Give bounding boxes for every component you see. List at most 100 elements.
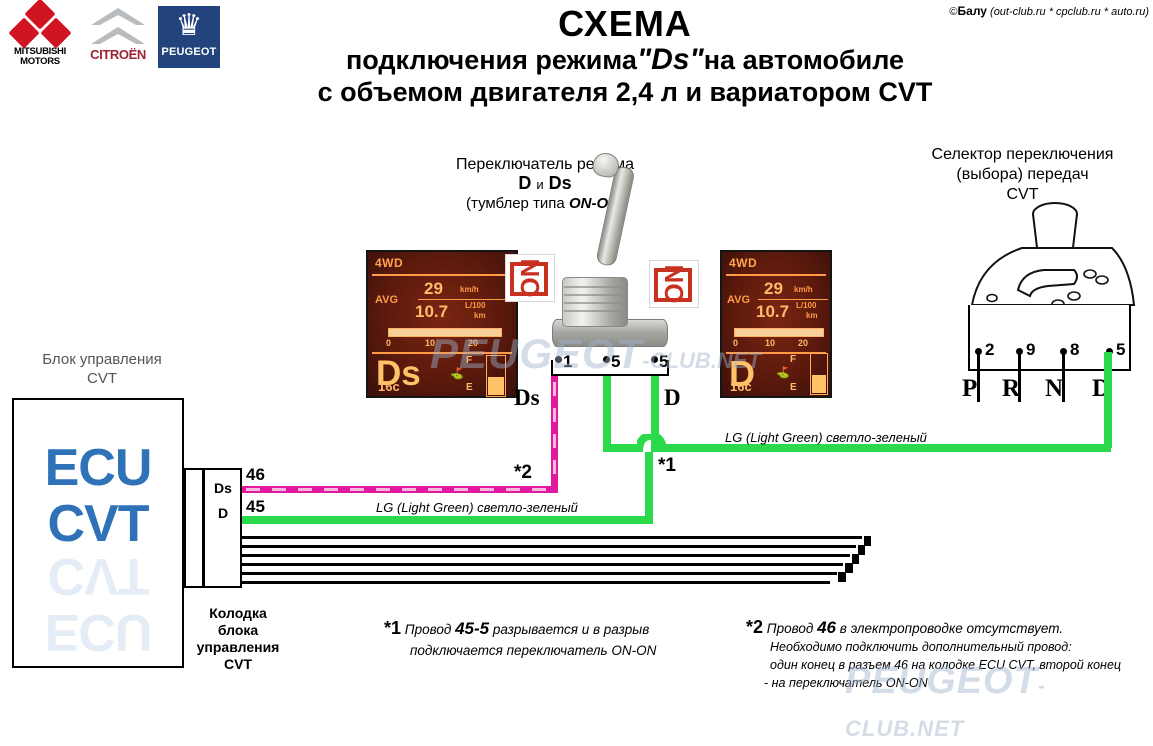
selector-pin-dot-2 — [975, 348, 982, 355]
selector-pin-line-9 — [1018, 352, 1021, 402]
footnote-1-line1-b: разрывается и в разрыв — [492, 622, 650, 637]
mitsubishi-triangle-icon — [8, 0, 72, 49]
switch-caption-d: D — [518, 173, 532, 193]
selector-pin-dot-5 — [1106, 348, 1113, 355]
dash-left-speed: 29 — [424, 279, 443, 298]
selector-position-n: N — [1045, 375, 1064, 402]
selector-caption-line1: Селектор переключения — [931, 146, 1114, 163]
gear-selector-drawing — [962, 200, 1148, 320]
footnote-2-line2: Необходимо подключить дополнительный про… — [770, 640, 1072, 654]
toggle-terminal-1: 1 — [563, 352, 573, 371]
ecu-reflect-line1: ECU — [44, 603, 152, 661]
wire-magenta-vertical — [551, 376, 558, 492]
ecu-caption-line2: CVT — [87, 370, 117, 387]
wire-label-lg-bottom: LG (Light Green) светло-зеленый — [376, 500, 578, 515]
selector-pin-line-2 — [977, 352, 980, 402]
wire-green-vertical-mid — [645, 452, 653, 524]
on-label-left-text: ON — [515, 258, 545, 298]
selector-pin-line-8 — [1062, 352, 1065, 402]
citroen-logo-label: CITROËN — [90, 47, 146, 62]
dash-left-tick-20: 20 — [468, 338, 479, 348]
title-mode-ds: "Ds" — [636, 43, 704, 76]
toggle-terminal-dot-5b — [651, 356, 658, 363]
peugeot-lion-icon: ♛ — [175, 9, 203, 42]
mitsubishi-logo-label: MITSUBISHI MOTORS — [4, 47, 76, 67]
ecu-caption: Блок управления CVT — [12, 350, 192, 388]
dash-left-tick-0: 0 — [386, 338, 392, 348]
copyright-sites: (out-club.ru * cpclub.ru * auto.ru) — [990, 6, 1149, 18]
footnote-1-marker: *1 — [384, 618, 402, 638]
toggle-switch-caption: Переключатель режима D и Ds (тумблер тип… — [395, 155, 695, 213]
citroen-logo: CITROËN — [84, 8, 152, 66]
marker-star-2: *2 — [514, 462, 532, 483]
gear-selector-schematic-box — [968, 305, 1131, 371]
dash-right-cons-unit1: L/100 — [796, 301, 817, 310]
wire-green-terminal5a-drop — [603, 376, 611, 444]
dash-right-scale: 0 10 20 — [722, 338, 830, 350]
dash-right-cons-unit2: km — [806, 311, 818, 320]
toggle-switch-nut — [562, 277, 628, 327]
toggle-switch-schematic-box — [551, 360, 669, 376]
dash-right-fuel-gauge — [810, 353, 828, 395]
dash-left-4wd: 4WD — [375, 256, 404, 270]
dash-left-cons-unit1: L/100 — [465, 301, 486, 310]
title-line2-b: на автомобиле — [703, 45, 905, 75]
ecu-connector-block — [184, 468, 242, 588]
dash-right-fuel-full: F — [790, 354, 797, 365]
ecu-block: ECU CVT ECU CVT — [12, 398, 184, 668]
footnote-2: *2 Провод 46 в электропроводке отсутству… — [746, 618, 1151, 692]
dash-right-4wd: 4WD — [729, 256, 758, 270]
dash-left-fuel-full: F — [466, 355, 473, 366]
selector-position-p: P — [962, 375, 978, 402]
dash-right-temp: 16c — [730, 379, 752, 394]
wire-green-terminal5b-continue — [651, 400, 659, 452]
page-title: СХЕМА подключения режима"Ds"на автомобил… — [225, 4, 1025, 108]
ecu-pin-number-45: 45 — [246, 497, 265, 516]
selector-pin-5: 5 — [1116, 340, 1126, 359]
switch-caption-line3: (тумблер типа ON-ON) — [395, 194, 695, 213]
title-main: СХЕМА — [558, 3, 692, 44]
selector-caption-line2: (выбора) передач — [956, 166, 1089, 183]
footnote-1-line1-a: Провод — [404, 622, 452, 637]
gear-selector-svg — [970, 202, 1136, 309]
footnote-1-wire-number: 45-5 — [455, 619, 490, 638]
mitsubishi-logo: MITSUBISHI MOTORS — [4, 0, 76, 68]
wire-magenta-horizontal — [242, 486, 558, 493]
on-label-left: ON — [505, 254, 555, 302]
selector-pin-8: 8 — [1070, 340, 1080, 359]
footnote-2-wire-number: 46 — [817, 618, 836, 637]
wire-label-lg-top: LG (Light Green) светло-зеленый — [725, 430, 927, 445]
connector-caption-line4: CVT — [224, 656, 252, 672]
ecu-logo-reflection: ECU CVT — [14, 547, 182, 661]
watermark-bottom-net: .NET — [910, 716, 965, 741]
footnote-1-line1: *1 Провод 45-5 разрывается и в разрыв — [384, 618, 734, 640]
toggle-terminal-5b: 5 — [659, 352, 669, 371]
dash-left-tick-10: 10 — [425, 338, 436, 348]
ecu-logo-line1: ECU — [44, 439, 153, 497]
footnote-2-line1: *2 Провод 46 в электропроводке отсутству… — [746, 618, 1151, 638]
footnote-2-marker: *2 — [746, 617, 764, 637]
connector-pin-label-d: D — [218, 505, 229, 521]
wire-label-lg-bottom-text: LG (Light Green) светло-зеленый — [376, 500, 578, 515]
marker-star-1: *1 — [658, 455, 676, 476]
citroen-chevron-icon — [91, 8, 145, 26]
fuel-pump-icon: ⛳ — [450, 368, 464, 380]
wire-green-selector-pin5 — [1104, 352, 1112, 448]
dash-right-tick-20: 20 — [798, 338, 809, 348]
harness-end-taper — [838, 536, 871, 582]
toggle-label-d: D — [664, 385, 681, 410]
switch-caption-line1: Переключатель режима — [455, 156, 635, 173]
selector-pin-9: 9 — [1026, 340, 1036, 359]
footnote-2-line4: - на переключатель ON-ON — [764, 676, 928, 690]
wire-green-hop-left — [603, 444, 639, 452]
dash-left-avg-label: AVG — [375, 294, 399, 306]
ecu-pin-number-46: 46 — [246, 465, 265, 484]
dash-right-gear: D — [729, 353, 755, 394]
on-label-right: ON — [649, 260, 699, 308]
copyright-notice: ©Балу (out-club.ru * cpclub.ru * auto.ru… — [949, 4, 1149, 18]
dash-right-avg-label: AVG — [727, 294, 751, 306]
dash-left-gear: Ds — [376, 354, 421, 393]
title-line2-a: подключения режима — [345, 45, 637, 75]
switch-caption-type-pre: (тумблер типа — [466, 195, 569, 212]
dash-right-tick-0: 0 — [733, 338, 739, 348]
